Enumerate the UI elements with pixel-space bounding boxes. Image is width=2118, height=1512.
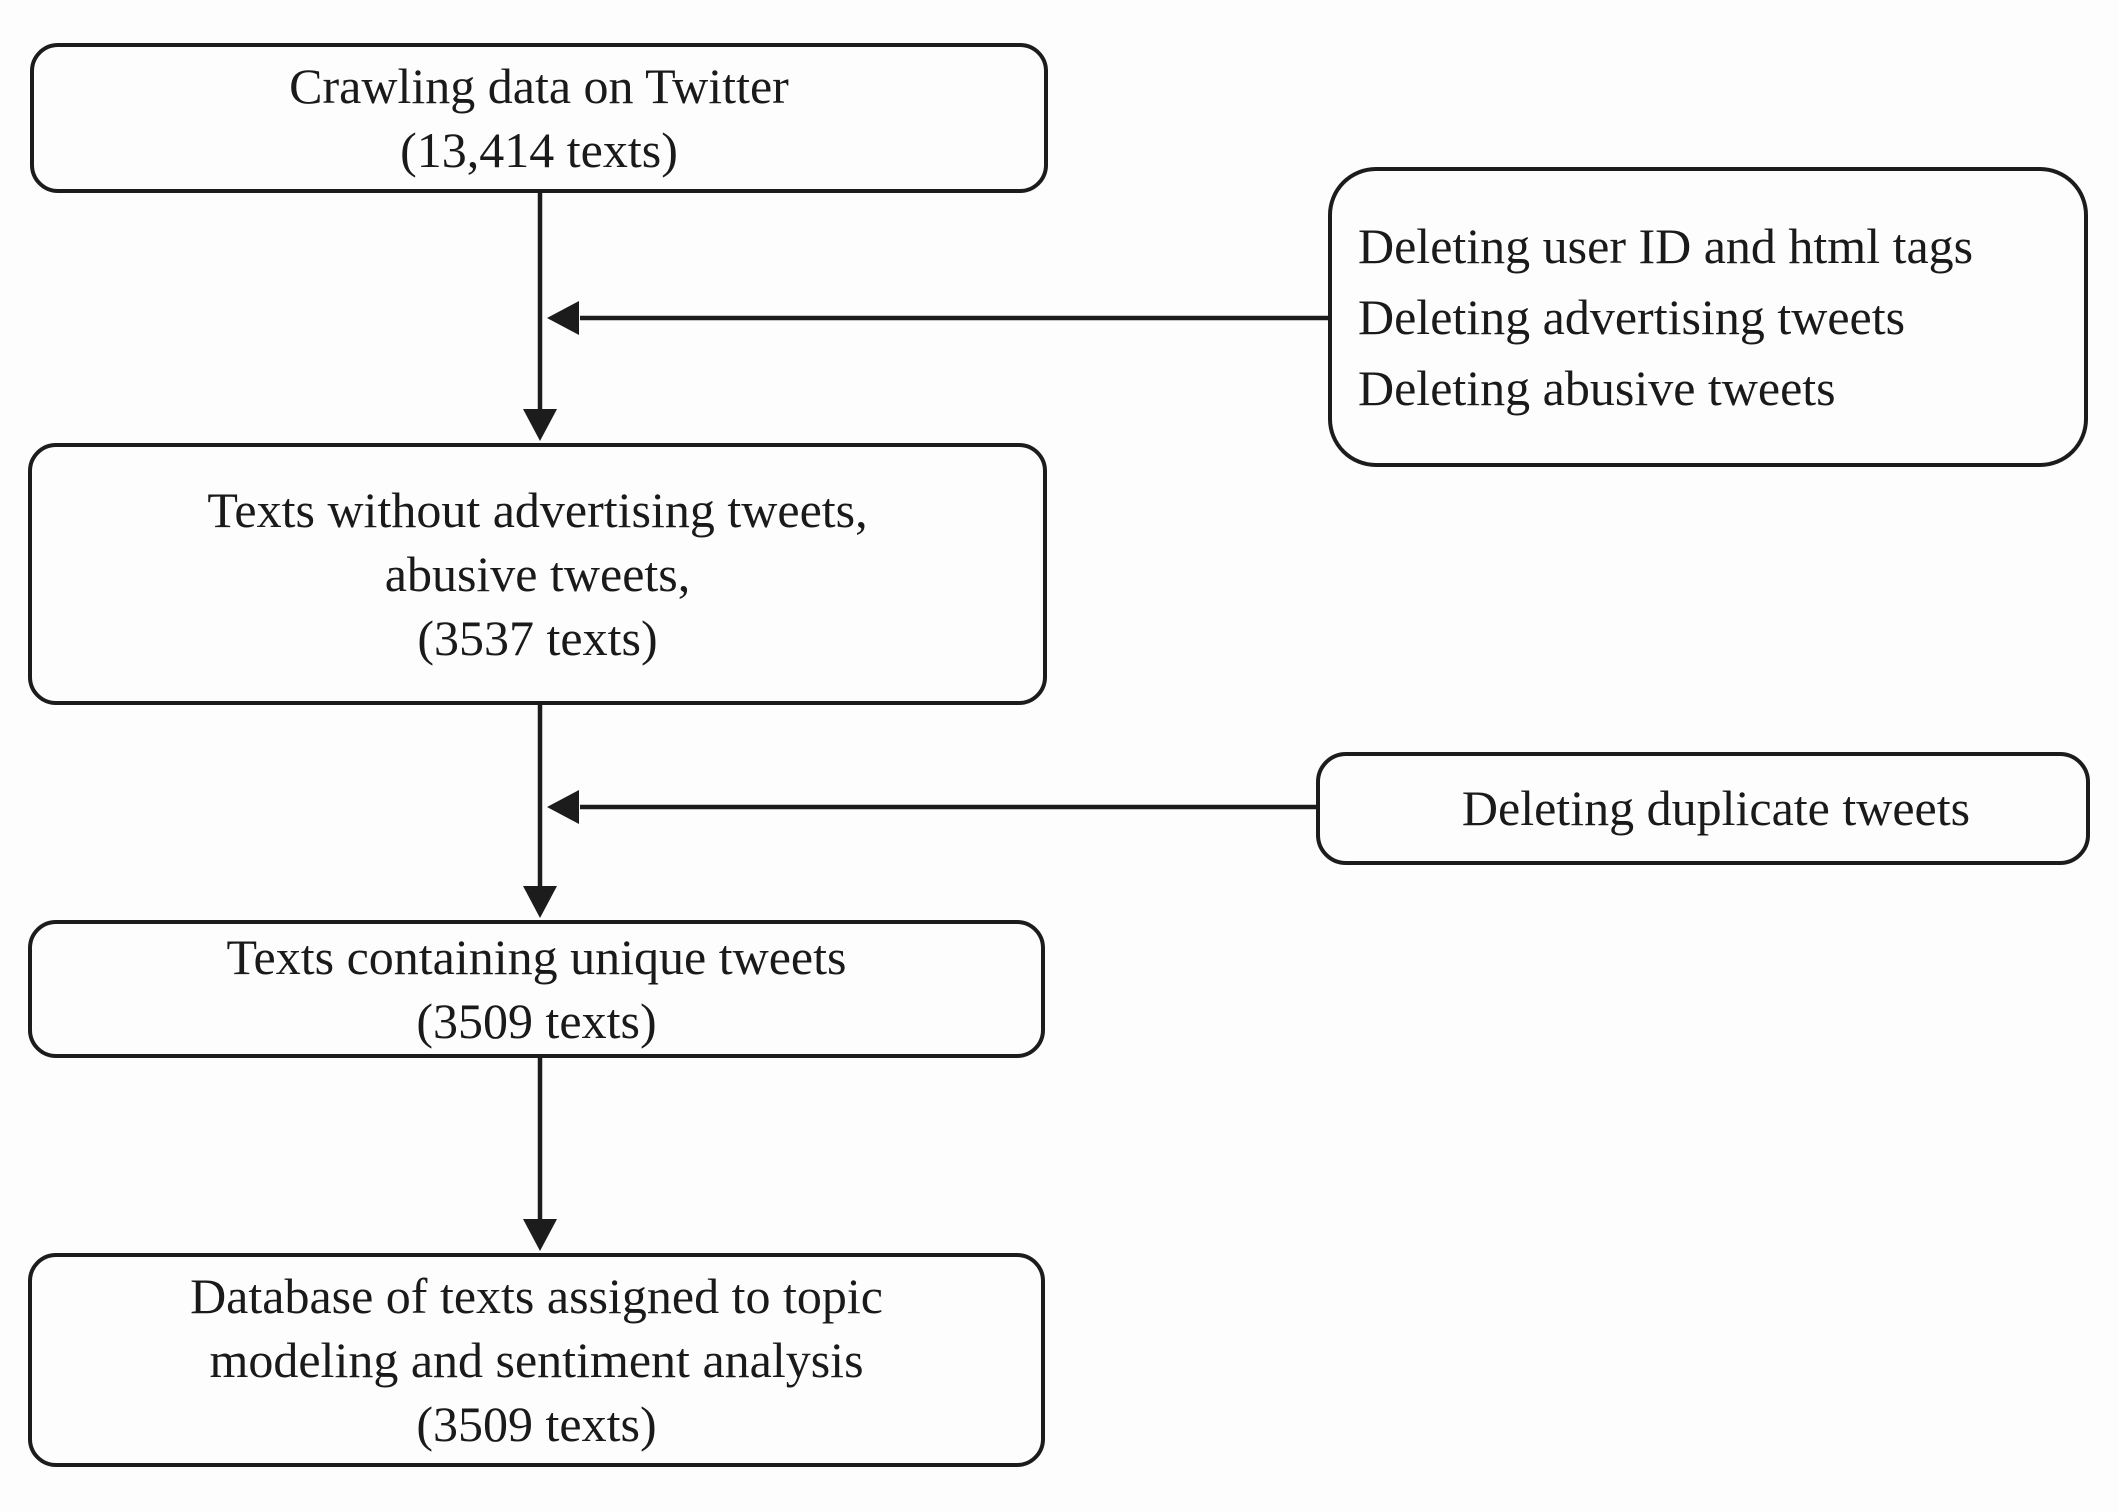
node-dedup-note: Deleting duplicate tweets <box>1316 752 2090 865</box>
arrow-filtered-to-unique <box>523 705 557 918</box>
node-text-line: abusive tweets, <box>384 546 691 602</box>
node-text-line: (3509 texts) <box>416 1396 657 1452</box>
arrow-unique-to-database <box>523 1058 557 1251</box>
node-text-line: modeling and sentiment analysis <box>209 1332 864 1388</box>
node-text-line: (3509 texts) <box>416 993 657 1049</box>
node-text-line: (13,414 texts) <box>400 122 678 178</box>
node-unique-tweets: Texts containing unique tweets (3509 tex… <box>28 920 1045 1058</box>
arrow-cleaning-note-to-flow <box>547 301 1330 335</box>
node-text-line: Deleting advertising tweets <box>1358 288 1906 345</box>
node-crawling-data: Crawling data on Twitter (13,414 texts) <box>30 43 1048 193</box>
node-text-line: (3537 texts) <box>417 610 658 666</box>
node-filtered-texts: Texts without advertising tweets, abusiv… <box>28 443 1047 705</box>
node-text-line: Crawling data on Twitter <box>289 58 789 114</box>
node-text-line: Texts containing unique tweets <box>226 929 847 985</box>
node-text-line: Deleting abusive tweets <box>1358 359 1836 416</box>
node-text-line: Database of texts assigned to topic <box>190 1268 883 1324</box>
arrow-dedup-note-to-flow <box>547 790 1318 824</box>
node-text-line: Deleting user ID and html tags <box>1358 217 1974 274</box>
node-text-line: Deleting duplicate tweets <box>1461 780 1971 836</box>
node-database: Database of texts assigned to topic mode… <box>28 1253 1045 1467</box>
node-cleaning-note: Deleting user ID and html tags Deleting … <box>1328 167 2088 467</box>
node-text-line: Texts without advertising tweets, <box>207 482 868 538</box>
arrow-crawling-to-filtered <box>523 193 557 441</box>
